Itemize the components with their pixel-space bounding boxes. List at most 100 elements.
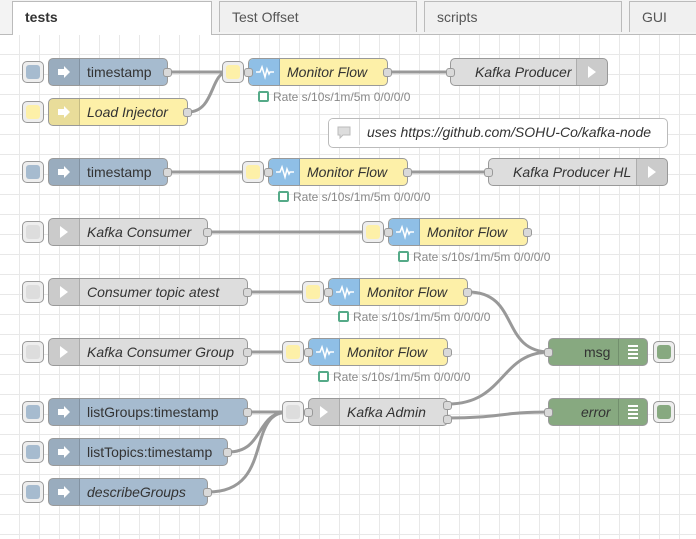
node-toggle-button[interactable] (282, 341, 304, 363)
inject-button[interactable] (22, 401, 44, 423)
output-port[interactable] (183, 108, 192, 117)
output-port[interactable] (443, 348, 452, 357)
node-label: Load Injector (87, 104, 168, 120)
consumer-topic-node[interactable]: Consumer topic atest (22, 278, 252, 306)
tab-test-offset[interactable]: Test Offset (219, 1, 417, 32)
input-port[interactable] (304, 408, 313, 417)
node-toggle-button[interactable] (362, 221, 384, 243)
input-port[interactable] (324, 288, 333, 297)
arrow-out-icon (636, 159, 667, 185)
kafka-consumer-group-node[interactable]: Kafka Consumer Group (22, 338, 252, 366)
node-label: describeGroups (87, 484, 186, 500)
inject-node-load-injector[interactable]: Load Injector (22, 98, 192, 126)
arrow-in-icon (49, 399, 80, 425)
debug-node-msg[interactable]: msg (544, 338, 675, 366)
output-port[interactable] (383, 68, 392, 77)
monitor-flow-node-3[interactable]: Monitor Flow (362, 218, 532, 246)
input-port[interactable] (484, 168, 493, 177)
node-toggle-button[interactable] (22, 281, 44, 303)
node-label: Kafka Admin (347, 404, 426, 420)
output-port-2[interactable] (443, 415, 452, 424)
input-port[interactable] (264, 168, 273, 177)
debug-toggle-button[interactable] (653, 401, 675, 423)
debug-toggle-button[interactable] (653, 341, 675, 363)
arrow-in-icon (49, 479, 80, 505)
kafka-producer-hl-node[interactable]: Kafka Producer HL (484, 158, 668, 186)
node-toggle-button[interactable] (302, 281, 324, 303)
flow-workspace[interactable]: timestamp Load Injector Monitor Flow Rat… (0, 35, 696, 539)
kafka-admin-node[interactable]: Kafka Admin (282, 398, 452, 426)
output-port[interactable] (243, 408, 252, 417)
node-toggle-button[interactable] (222, 61, 244, 83)
inject-node-list-groups[interactable]: listGroups:timestamp (22, 398, 252, 426)
monitor-flow-node-2[interactable]: Monitor Flow (242, 158, 412, 186)
pulse-icon (269, 159, 300, 185)
inject-button[interactable] (22, 161, 44, 183)
node-toggle-button[interactable] (22, 341, 44, 363)
output-port[interactable] (403, 168, 412, 177)
node-label: Monitor Flow (307, 164, 388, 180)
list-icon (618, 339, 647, 365)
status-dot-icon (338, 311, 349, 322)
input-port[interactable] (304, 348, 313, 357)
arrow-in-icon (49, 99, 80, 125)
monitor-flow-node[interactable]: Monitor Flow (222, 58, 392, 86)
output-port[interactable] (243, 348, 252, 357)
pulse-icon (389, 219, 420, 245)
inject-button[interactable] (22, 61, 44, 83)
node-label: Kafka Producer HL (513, 164, 632, 180)
arrow-in-icon (49, 279, 80, 305)
wire (207, 410, 289, 494)
node-label: Kafka Consumer Group (87, 344, 235, 360)
tab-scripts[interactable]: scripts (424, 1, 622, 32)
node-toggle-button[interactable] (242, 161, 264, 183)
kafka-producer-node[interactable]: Kafka Producer (446, 58, 608, 86)
output-port[interactable] (523, 228, 532, 237)
input-port[interactable] (384, 228, 393, 237)
inject-node-timestamp[interactable]: timestamp (22, 58, 172, 86)
node-label: Monitor Flow (287, 64, 368, 80)
node-toggle-button[interactable] (282, 401, 304, 423)
output-port-1[interactable] (443, 401, 452, 410)
output-port[interactable] (463, 288, 472, 297)
output-port[interactable] (203, 488, 212, 497)
pulse-icon (309, 339, 340, 365)
tab-bar: tests Test Offset scripts GUI (0, 0, 696, 35)
monitor-flow-node-4[interactable]: Monitor Flow (302, 278, 472, 306)
monitor-flow-node-5[interactable]: Monitor Flow (282, 338, 452, 366)
list-icon (618, 399, 647, 425)
inject-node-describe-groups[interactable]: describeGroups (22, 478, 212, 506)
tab-tests[interactable]: tests (12, 1, 212, 35)
arrow-in-icon (49, 339, 80, 365)
node-status: Rate s/10s/1m/5m 0/0/0/0 (318, 370, 470, 384)
inject-node-timestamp-2[interactable]: timestamp (22, 158, 172, 186)
comment-node[interactable]: uses https://github.com/SOHU-Co/kafka-no… (328, 118, 668, 148)
output-port[interactable] (163, 168, 172, 177)
status-dot-icon (278, 191, 289, 202)
arrow-in-icon (49, 59, 80, 85)
node-label: msg (584, 344, 611, 360)
output-port[interactable] (243, 288, 252, 297)
node-label: Kafka Producer (475, 64, 572, 80)
output-port[interactable] (203, 228, 212, 237)
input-port[interactable] (544, 408, 553, 417)
tab-gui[interactable]: GUI (629, 1, 696, 32)
input-port[interactable] (244, 68, 253, 77)
debug-node-error[interactable]: error (544, 398, 675, 426)
status-dot-icon (258, 91, 269, 102)
kafka-consumer-node[interactable]: Kafka Consumer (22, 218, 212, 246)
node-label: listTopics:timestamp (87, 444, 213, 460)
node-label: timestamp (87, 64, 152, 80)
inject-button[interactable] (22, 101, 44, 123)
output-port[interactable] (223, 448, 232, 457)
inject-button[interactable] (22, 441, 44, 463)
inject-button[interactable] (22, 481, 44, 503)
arrow-in-icon (49, 439, 80, 465)
input-port[interactable] (544, 348, 553, 357)
input-port[interactable] (446, 68, 455, 77)
output-port[interactable] (163, 68, 172, 77)
status-dot-icon (318, 371, 329, 382)
node-label: listGroups:timestamp (87, 404, 219, 420)
inject-node-list-topics[interactable]: listTopics:timestamp (22, 438, 232, 466)
node-toggle-button[interactable] (22, 221, 44, 243)
